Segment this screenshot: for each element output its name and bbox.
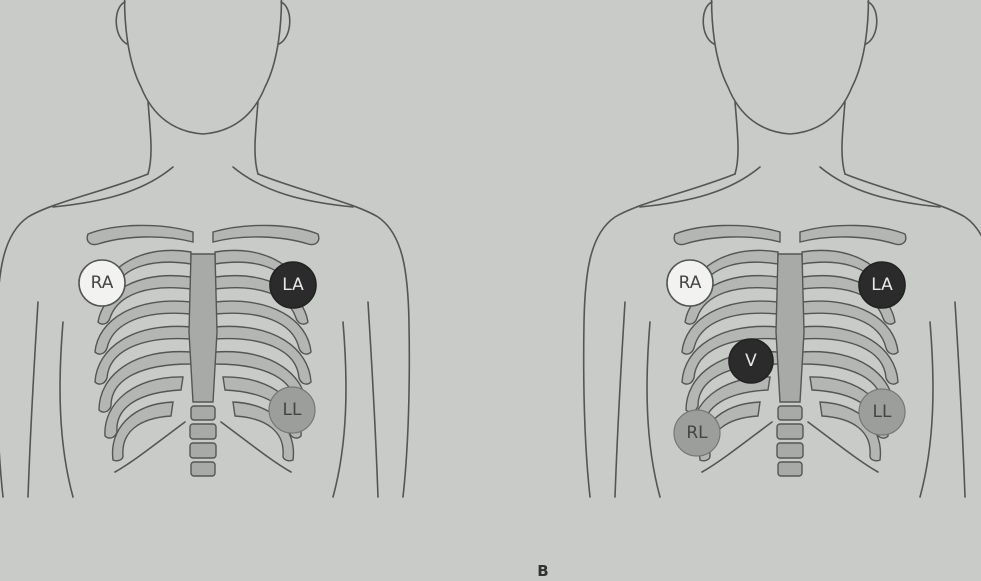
panel-left: RA LA LL <box>0 0 409 497</box>
electrode-rl-label: RL <box>686 423 708 443</box>
figure-caption: B <box>537 562 548 580</box>
panel-right: RA LA V RL LL <box>584 0 981 497</box>
electrode-ll-label: LL <box>283 400 302 420</box>
electrode-ra: RA <box>667 260 713 306</box>
electrode-ll: LL <box>269 387 315 433</box>
electrode-la: LA <box>270 262 316 308</box>
electrode-la-label: LA <box>282 275 304 295</box>
torso-drawing-right <box>584 0 981 497</box>
electrode-ra-label: RA <box>679 273 702 293</box>
electrode-ra-label: RA <box>91 273 114 293</box>
electrode-rl: RL <box>674 410 720 456</box>
electrode-ll-label: LL <box>873 402 892 422</box>
electrode-v: V <box>729 339 773 383</box>
electrode-v-label: V <box>745 351 757 371</box>
electrode-ll: LL <box>859 389 905 435</box>
electrode-ra: RA <box>79 260 125 306</box>
torso-drawing-left <box>0 0 409 497</box>
electrode-la-label: LA <box>871 275 893 295</box>
electrode-la: LA <box>859 262 905 308</box>
